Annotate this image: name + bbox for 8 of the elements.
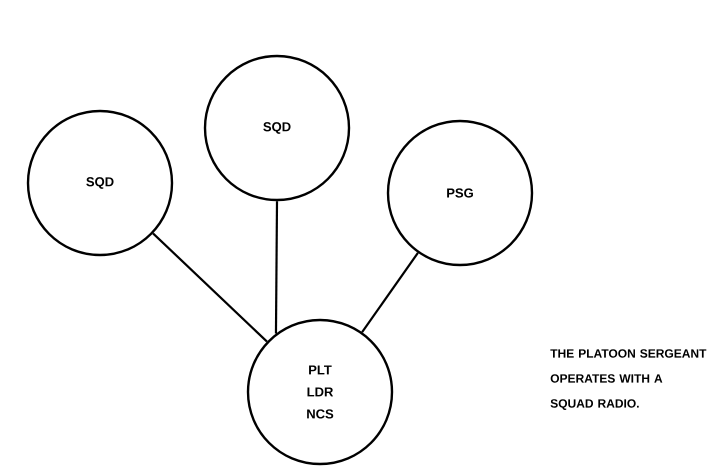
connector-line — [152, 232, 268, 342]
connector-line — [274, 201, 278, 334]
circle-node: PLT LDR NCS — [246, 318, 394, 466]
circle-node: SQD — [26, 110, 174, 256]
circle-node: PSG — [386, 120, 534, 266]
connector-line — [361, 252, 419, 333]
circle-node: SQD — [204, 54, 350, 202]
note-text: THE PLATOON SERGEANT OPERATES WITH A SQUAD RADIO. — [550, 349, 706, 410]
